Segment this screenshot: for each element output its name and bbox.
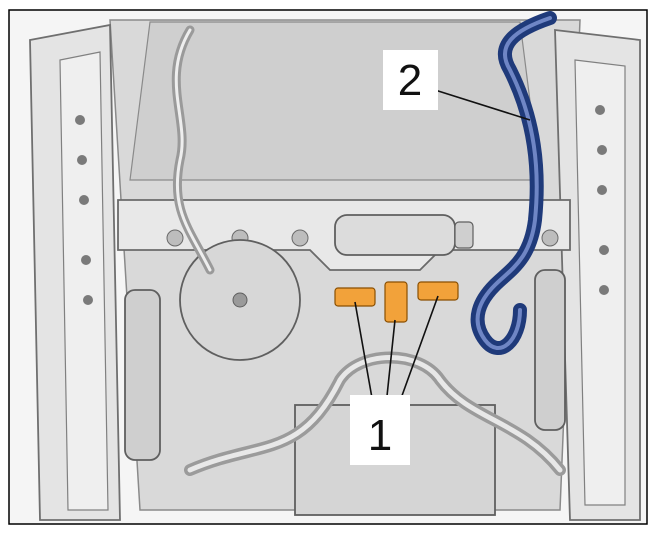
right-gas-cylinder [534, 269, 566, 431]
motor-unit [334, 214, 456, 256]
motor-end [454, 221, 474, 249]
callout-2-leader [434, 89, 531, 121]
rotary-motor-center [232, 292, 248, 308]
grey-wiring-highlight [174, 28, 212, 272]
lower-pipes-highlight [187, 355, 563, 473]
wiring-harness-highlight [475, 16, 552, 350]
callout-1-label: 1 [368, 411, 392, 460]
left-gas-cylinder [124, 289, 161, 461]
wiring-connector-icon [334, 281, 459, 323]
upper-frame [129, 21, 541, 181]
callout-2-box [383, 50, 438, 110]
callout-2-label: 2 [398, 56, 422, 105]
callout-1-box [350, 395, 410, 465]
rail-holes [75, 105, 609, 305]
left-frame-inner [59, 51, 109, 511]
right-frame-inner [574, 59, 626, 506]
